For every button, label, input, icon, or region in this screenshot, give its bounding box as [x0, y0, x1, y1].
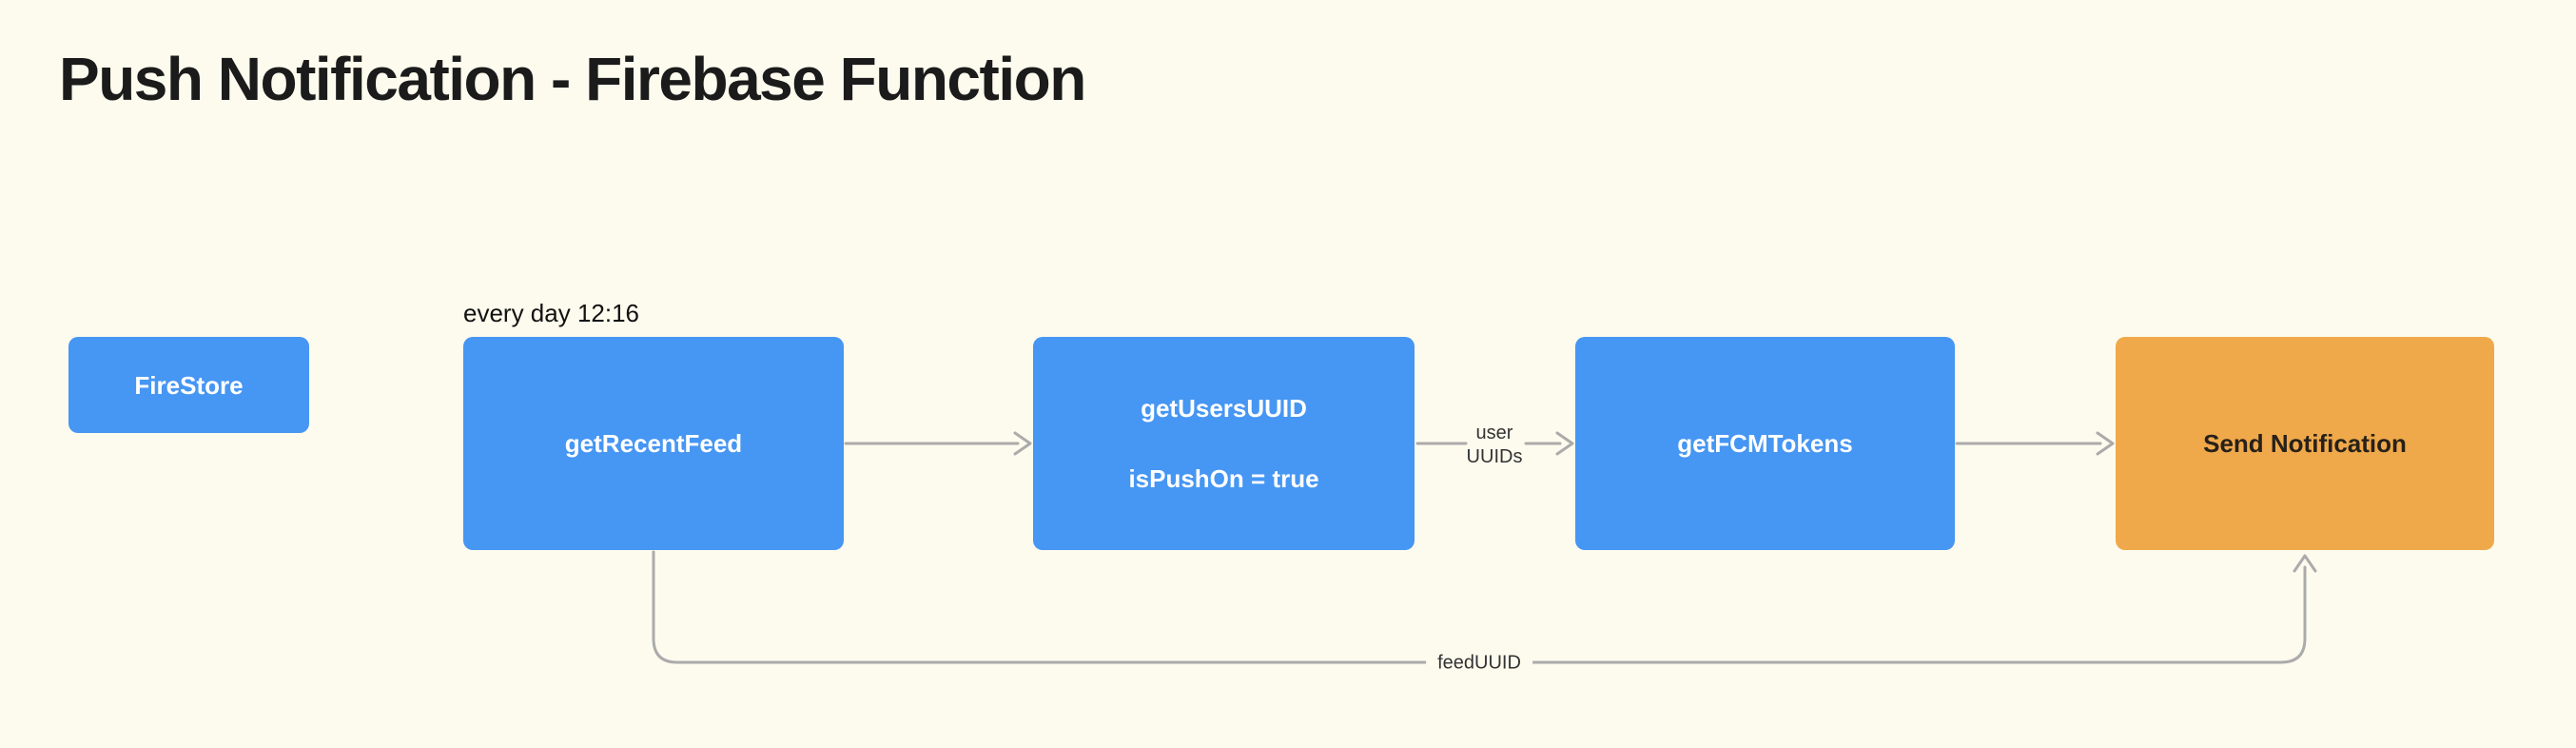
schedule-annotation: every day 12:16 — [463, 299, 640, 327]
node-label: FireStore — [134, 370, 244, 400]
edge-label-user-uuids: user UUIDs — [1467, 422, 1523, 469]
edge-label-line: user — [1475, 423, 1513, 443]
page-title: Push Notification - Firebase Function — [59, 45, 1086, 113]
edge-label-line: UUIDs — [1466, 446, 1523, 467]
node-label: getRecentFeed — [564, 429, 743, 458]
edge-getrecentfeed-sendnotification-line-left — [652, 550, 1433, 664]
edge-label-feed-uuid: feedUUID — [1426, 651, 1532, 676]
node-label: Send Notification — [2203, 429, 2407, 458]
node-label: getFCMTokens — [1677, 429, 1853, 458]
node-label: getUsersUUID — [1141, 394, 1307, 423]
edge-getrecentfeed-sendnotification-line-right — [1526, 565, 2307, 664]
node-sublabel: isPushOn = true — [1128, 464, 1319, 493]
node-send-notification: Send Notification — [2116, 337, 2494, 550]
node-get-fcm-tokens: getFCMTokens — [1575, 337, 1955, 550]
edge-getrecentfeed-sendnotification-arrowhead-icon — [2293, 554, 2317, 573]
edge-getusersuuid-getfcmtokens-arrowhead-icon — [1555, 431, 1574, 456]
edge-getrecentfeed-getusersuuid-arrowhead-icon — [1013, 431, 1032, 456]
edge-getfcmtokens-sendnotification-arrowhead-icon — [2096, 431, 2115, 456]
node-get-recent-feed: getRecentFeed — [463, 337, 844, 550]
node-firestore: FireStore — [68, 337, 309, 433]
node-get-users-uuid: getUsersUUID isPushOn = true — [1033, 337, 1415, 550]
